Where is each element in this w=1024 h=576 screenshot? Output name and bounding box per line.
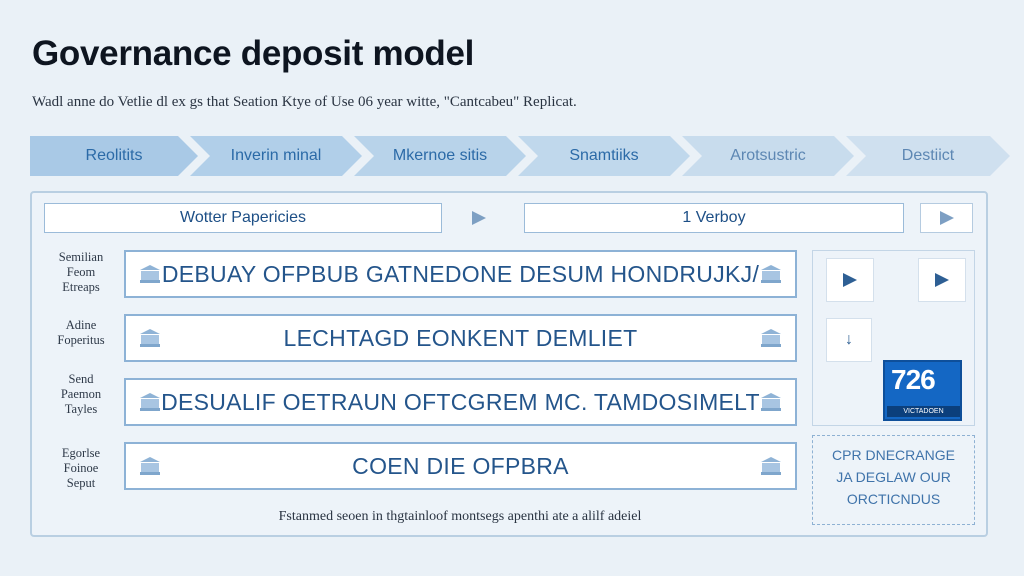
row-box-4[interactable]: COEN DIE OFPBRA (124, 442, 797, 490)
play-icon (935, 273, 949, 287)
bank-icon (140, 329, 160, 347)
row-text: DEBUAY OFPBUB GATNEDONE DESUM HONDRUJKJ/ (161, 260, 760, 287)
badge-label: VICTADOEN (887, 406, 960, 417)
process-chevron-bar: Reolitits Inverin minal Mkernoe sitis Sn… (30, 136, 1010, 176)
top-right-box[interactable]: 1 Verboy (524, 203, 904, 233)
footer-note: Fstanmed seoen in thgtainloof montsegs a… (278, 509, 642, 524)
bank-icon (761, 457, 781, 475)
process-step-label: Mkernoe sitis (392, 147, 488, 164)
process-step-4[interactable]: Snamtiiks (518, 136, 690, 176)
row-text: DESUALIF OETRAUN OFTCGREM MC. TAMDOSIMEL… (161, 388, 760, 415)
row-box-1[interactable]: DEBUAY OFPBUB GATNEDONE DESUM HONDRUJKJ/ (124, 250, 797, 298)
process-step-3[interactable]: Mkernoe sitis (354, 136, 526, 176)
process-step-6[interactable]: Destiict (846, 136, 1010, 176)
badge: 726 VICTADOEN (883, 360, 962, 421)
side-panel (812, 250, 975, 426)
process-step-label: Snamtiiks (569, 147, 639, 164)
arrow-right-icon (472, 211, 486, 225)
process-step-label: Inverin minal (230, 147, 322, 164)
process-step-1[interactable]: Reolitits (30, 136, 198, 176)
note-line: JA DEGLAW OUR (836, 469, 951, 485)
play-button[interactable] (918, 258, 966, 302)
bank-icon (761, 393, 781, 411)
page-subtitle: Wadl anne do Vetlie dl ex gs that Seatio… (32, 94, 577, 110)
bank-icon (761, 265, 781, 283)
arrow-right-icon (939, 211, 954, 225)
bank-icon (140, 457, 160, 475)
process-step-label: Reolitits (85, 147, 143, 164)
process-step-5[interactable]: Arotsustric (682, 136, 854, 176)
row-box-2[interactable]: LECHTAGD EONKENT DEMLIET (124, 314, 797, 362)
bank-icon (140, 265, 160, 283)
play-icon (843, 273, 857, 287)
process-step-label: Destiict (901, 147, 955, 164)
bank-icon (761, 329, 781, 347)
page-title: Governance deposit model (32, 34, 475, 73)
badge-number: 726 (891, 364, 936, 395)
bank-icon (140, 393, 160, 411)
top-left-box[interactable]: Wotter Papericies (44, 203, 442, 233)
note-line: ORCTICNDUS (846, 491, 941, 507)
down-arrow-icon: ↓ (845, 331, 853, 348)
note-line: CPR DNECRANGE (832, 447, 955, 463)
play-button[interactable] (826, 258, 874, 302)
download-button[interactable]: ↓ (826, 318, 872, 362)
next-button[interactable] (920, 203, 973, 233)
row-box-3[interactable]: DESUALIF OETRAUN OFTCGREM MC. TAMDOSIMEL… (124, 378, 797, 426)
process-step-label: Arotsustric (730, 147, 806, 164)
process-step-2[interactable]: Inverin minal (190, 136, 362, 176)
row-text: LECHTAGD EONKENT DEMLIET (283, 324, 638, 351)
row-text: COEN DIE OFPBRA (352, 452, 569, 479)
note-box: CPR DNECRANGE JA DEGLAW OUR ORCTICNDUS (812, 435, 975, 525)
